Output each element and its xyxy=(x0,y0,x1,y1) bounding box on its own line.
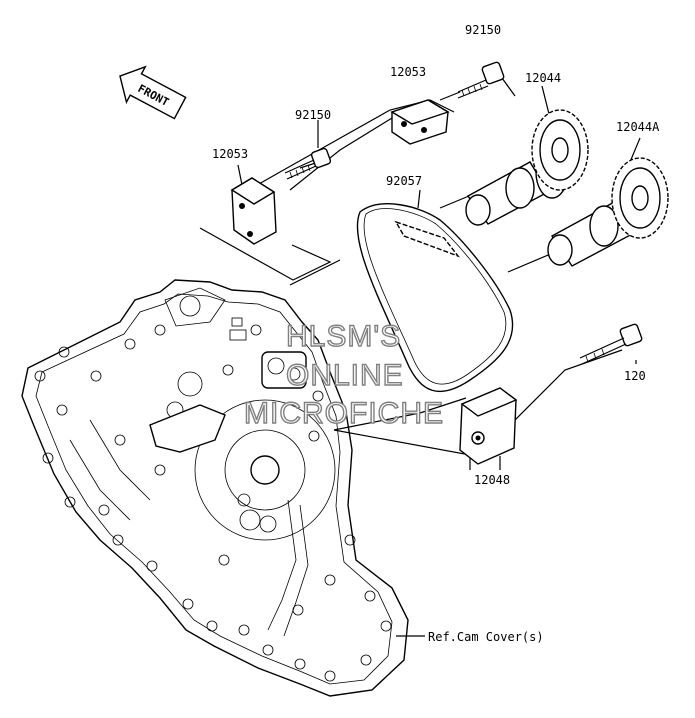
watermark: HLSM'S ONLINE MICROFICHE xyxy=(243,319,444,430)
bolt-92150-lower xyxy=(284,147,332,180)
callouts: 92150 12053 12044 92150 12044A 12053 920… xyxy=(212,23,660,644)
gear-12044-icon xyxy=(531,109,589,191)
callout-12044: 12044 xyxy=(525,71,561,85)
bolt-120 xyxy=(579,323,643,365)
callout-92057: 92057 xyxy=(386,174,422,188)
camshaft-12044A xyxy=(547,157,669,267)
callout-120: 120 xyxy=(624,369,646,383)
bolt-92150-upper xyxy=(457,61,505,99)
camshaft-12044 xyxy=(465,109,589,226)
housing-bolt-holes xyxy=(34,324,392,682)
tensioner-12048 xyxy=(459,387,518,465)
callout-92150-lower: 92150 xyxy=(295,108,331,122)
cam-chain-92057 xyxy=(356,203,514,393)
reference-cam-cover: Ref.Cam Cover(s) xyxy=(428,630,544,644)
callout-12053-lower: 12053 xyxy=(212,147,248,161)
cam-chest-housing xyxy=(21,279,409,697)
callout-12044A: 12044A xyxy=(616,120,660,134)
watermark-line-3: MICROFICHE xyxy=(244,397,444,430)
callout-12053-upper: 12053 xyxy=(390,65,426,79)
callout-92150-upper: 92150 xyxy=(465,23,501,37)
gear-12044A-icon xyxy=(611,157,669,239)
callout-12048: 12048 xyxy=(474,473,510,487)
block-12053-upper xyxy=(390,99,450,145)
block-12053-lower xyxy=(230,177,277,245)
watermark-line-2: ONLINE xyxy=(286,359,404,392)
front-arrow-icon: FRONT xyxy=(119,65,187,120)
watermark-line-1: HLSM'S xyxy=(286,320,401,353)
